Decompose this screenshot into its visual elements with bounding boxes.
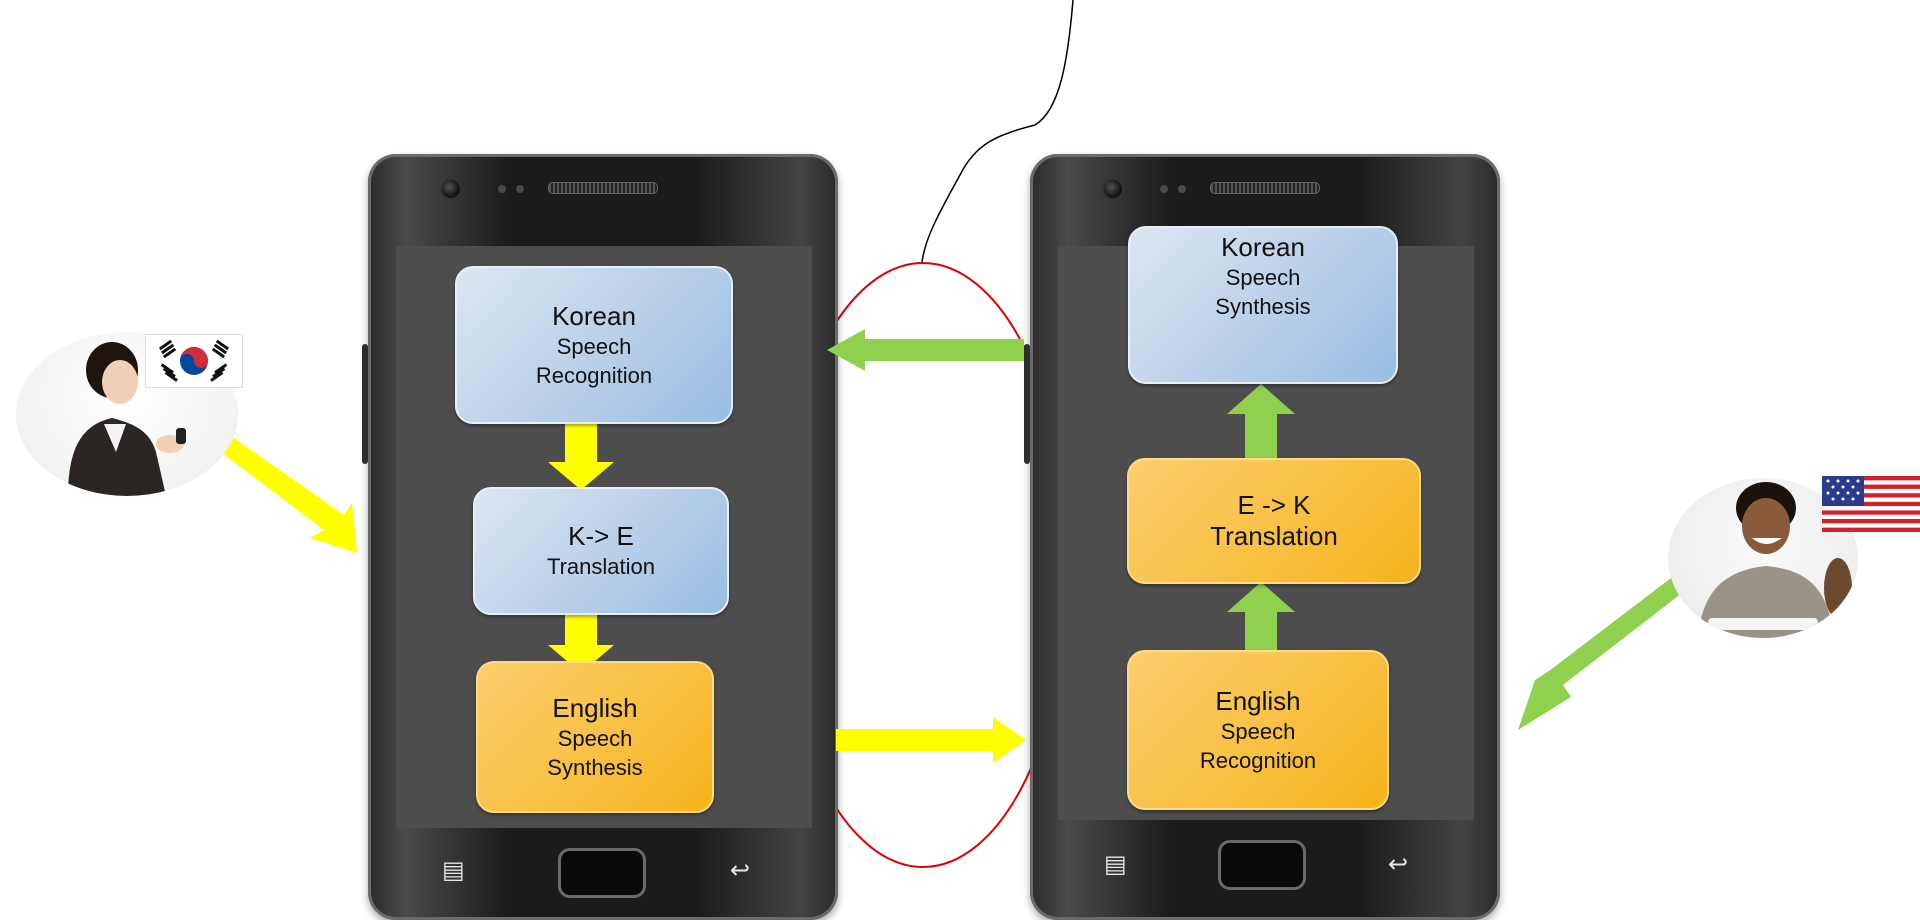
korean-speech-synthesis-box: Korean Speech Synthesis (1128, 226, 1398, 384)
right-phone-sensor (1160, 185, 1168, 193)
yellow-down-arrow (548, 422, 614, 490)
korean-speech-recognition-box: Korean Speech Recognition (455, 266, 733, 424)
box-line: Synthesis (547, 754, 643, 780)
k-to-e-translation-box: K-> E Translation (473, 487, 729, 615)
box-line: Speech (556, 333, 632, 359)
right-phone-home-button[interactable] (1218, 840, 1306, 890)
box-line: Speech (557, 725, 633, 751)
right-phone-speaker (1210, 182, 1320, 194)
box-line: K-> E (568, 521, 634, 551)
box-line: English (552, 692, 638, 723)
yellow-down-arrow (548, 612, 614, 673)
back-icon[interactable]: ↩ (1388, 850, 1409, 878)
menu-icon[interactable]: ▤ (1104, 850, 1127, 878)
usa-flag-icon (1822, 476, 1920, 532)
english-speech-recognition-box: English Speech Recognition (1127, 650, 1389, 810)
left-phone-camera (440, 178, 462, 200)
left-phone-side-button (362, 344, 368, 464)
english-speaker-illustration (1698, 482, 1852, 638)
right-phone-camera (1102, 178, 1124, 200)
box-line: E -> K (1237, 490, 1311, 520)
yellow-right-arrow (836, 717, 1026, 763)
box-line: English (1215, 685, 1301, 716)
right-phone-sensor (1178, 185, 1186, 193)
box-line: Recognition (535, 362, 653, 388)
box-line: Korean (1221, 232, 1305, 262)
menu-icon[interactable]: ▤ (442, 856, 465, 884)
korea-flag-icon (145, 334, 243, 388)
box-line: Synthesis (1215, 294, 1311, 319)
box-line: Recognition (1199, 747, 1317, 773)
connector-curve (921, 0, 1074, 263)
box-line: Korean (552, 300, 636, 331)
left-phone-home-button[interactable] (558, 848, 646, 898)
box-line: Speech (1225, 265, 1301, 290)
e-to-k-translation-box: E -> K Translation (1127, 458, 1421, 584)
green-left-arrow (827, 329, 1024, 371)
green-diagonal-arrow (1518, 578, 1682, 730)
green-up-arrow (1227, 582, 1295, 650)
left-phone-speaker (548, 182, 658, 194)
right-phone-side-button (1024, 344, 1030, 464)
box-line: Translation (1210, 521, 1338, 551)
box-line: Speech (1220, 718, 1296, 744)
left-phone-sensor (498, 185, 506, 193)
left-phone-sensor (516, 185, 524, 193)
green-up-arrow (1227, 384, 1295, 458)
yellow-diagonal-arrow (222, 438, 357, 553)
back-icon[interactable]: ↩ (730, 856, 751, 884)
english-speaker-avatar (1668, 478, 1858, 638)
english-speech-synthesis-box: English Speech Synthesis (476, 661, 714, 813)
korean-speaker-illustration (68, 342, 186, 496)
box-line: Translation (546, 554, 655, 579)
